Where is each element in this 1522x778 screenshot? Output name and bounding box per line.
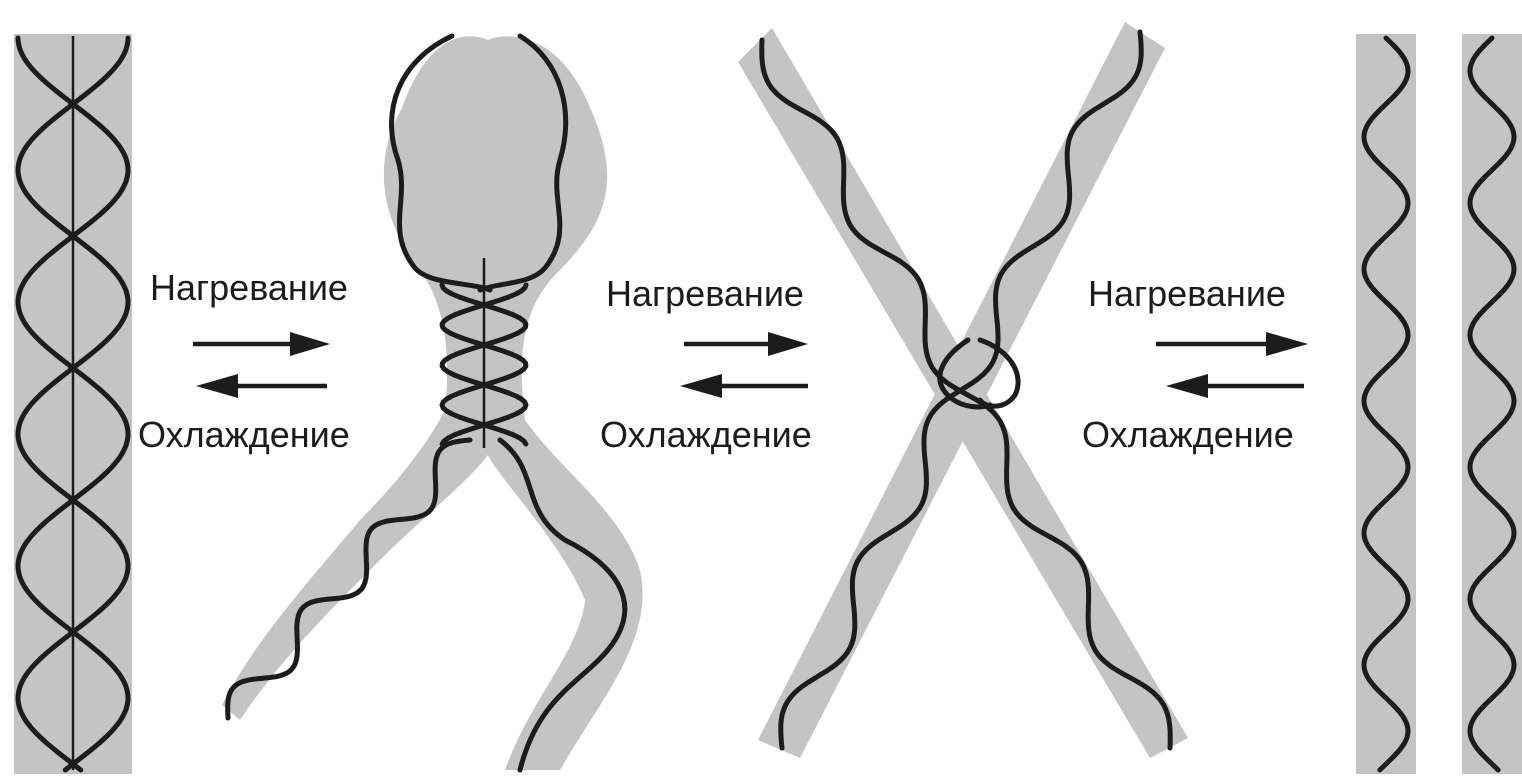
- transition-1-arrows: [193, 332, 330, 398]
- stage-4-separated: [1356, 34, 1522, 774]
- transition-3-heat-arrowhead: [1266, 332, 1308, 356]
- transition-1-cool-label: Охлаждение: [138, 417, 350, 453]
- transition-3-cool-label: Охлаждение: [1082, 417, 1294, 453]
- stage-3-crossing: [738, 22, 1188, 758]
- transition-2-heat-arrowhead: [768, 332, 808, 356]
- stage-2-band: [222, 36, 643, 770]
- transition-3-arrows: [1156, 332, 1308, 398]
- transition-1-cool-arrowhead: [196, 374, 238, 398]
- transition-2-cool-arrowhead: [680, 374, 722, 398]
- transition-1-heat-label: Нагревание: [150, 270, 348, 306]
- stage-2-partial-melt: [222, 36, 643, 770]
- transition-2-heat-label: Нагревание: [606, 276, 804, 312]
- transition-3-cool-arrowhead: [1166, 374, 1208, 398]
- transition-1-heat-arrowhead: [290, 332, 330, 356]
- stage-1-double-helix: [14, 34, 132, 774]
- transition-2-cool-label: Охлаждение: [600, 417, 812, 453]
- transition-3-heat-label: Нагревание: [1088, 276, 1286, 312]
- transition-2-arrows: [680, 332, 808, 398]
